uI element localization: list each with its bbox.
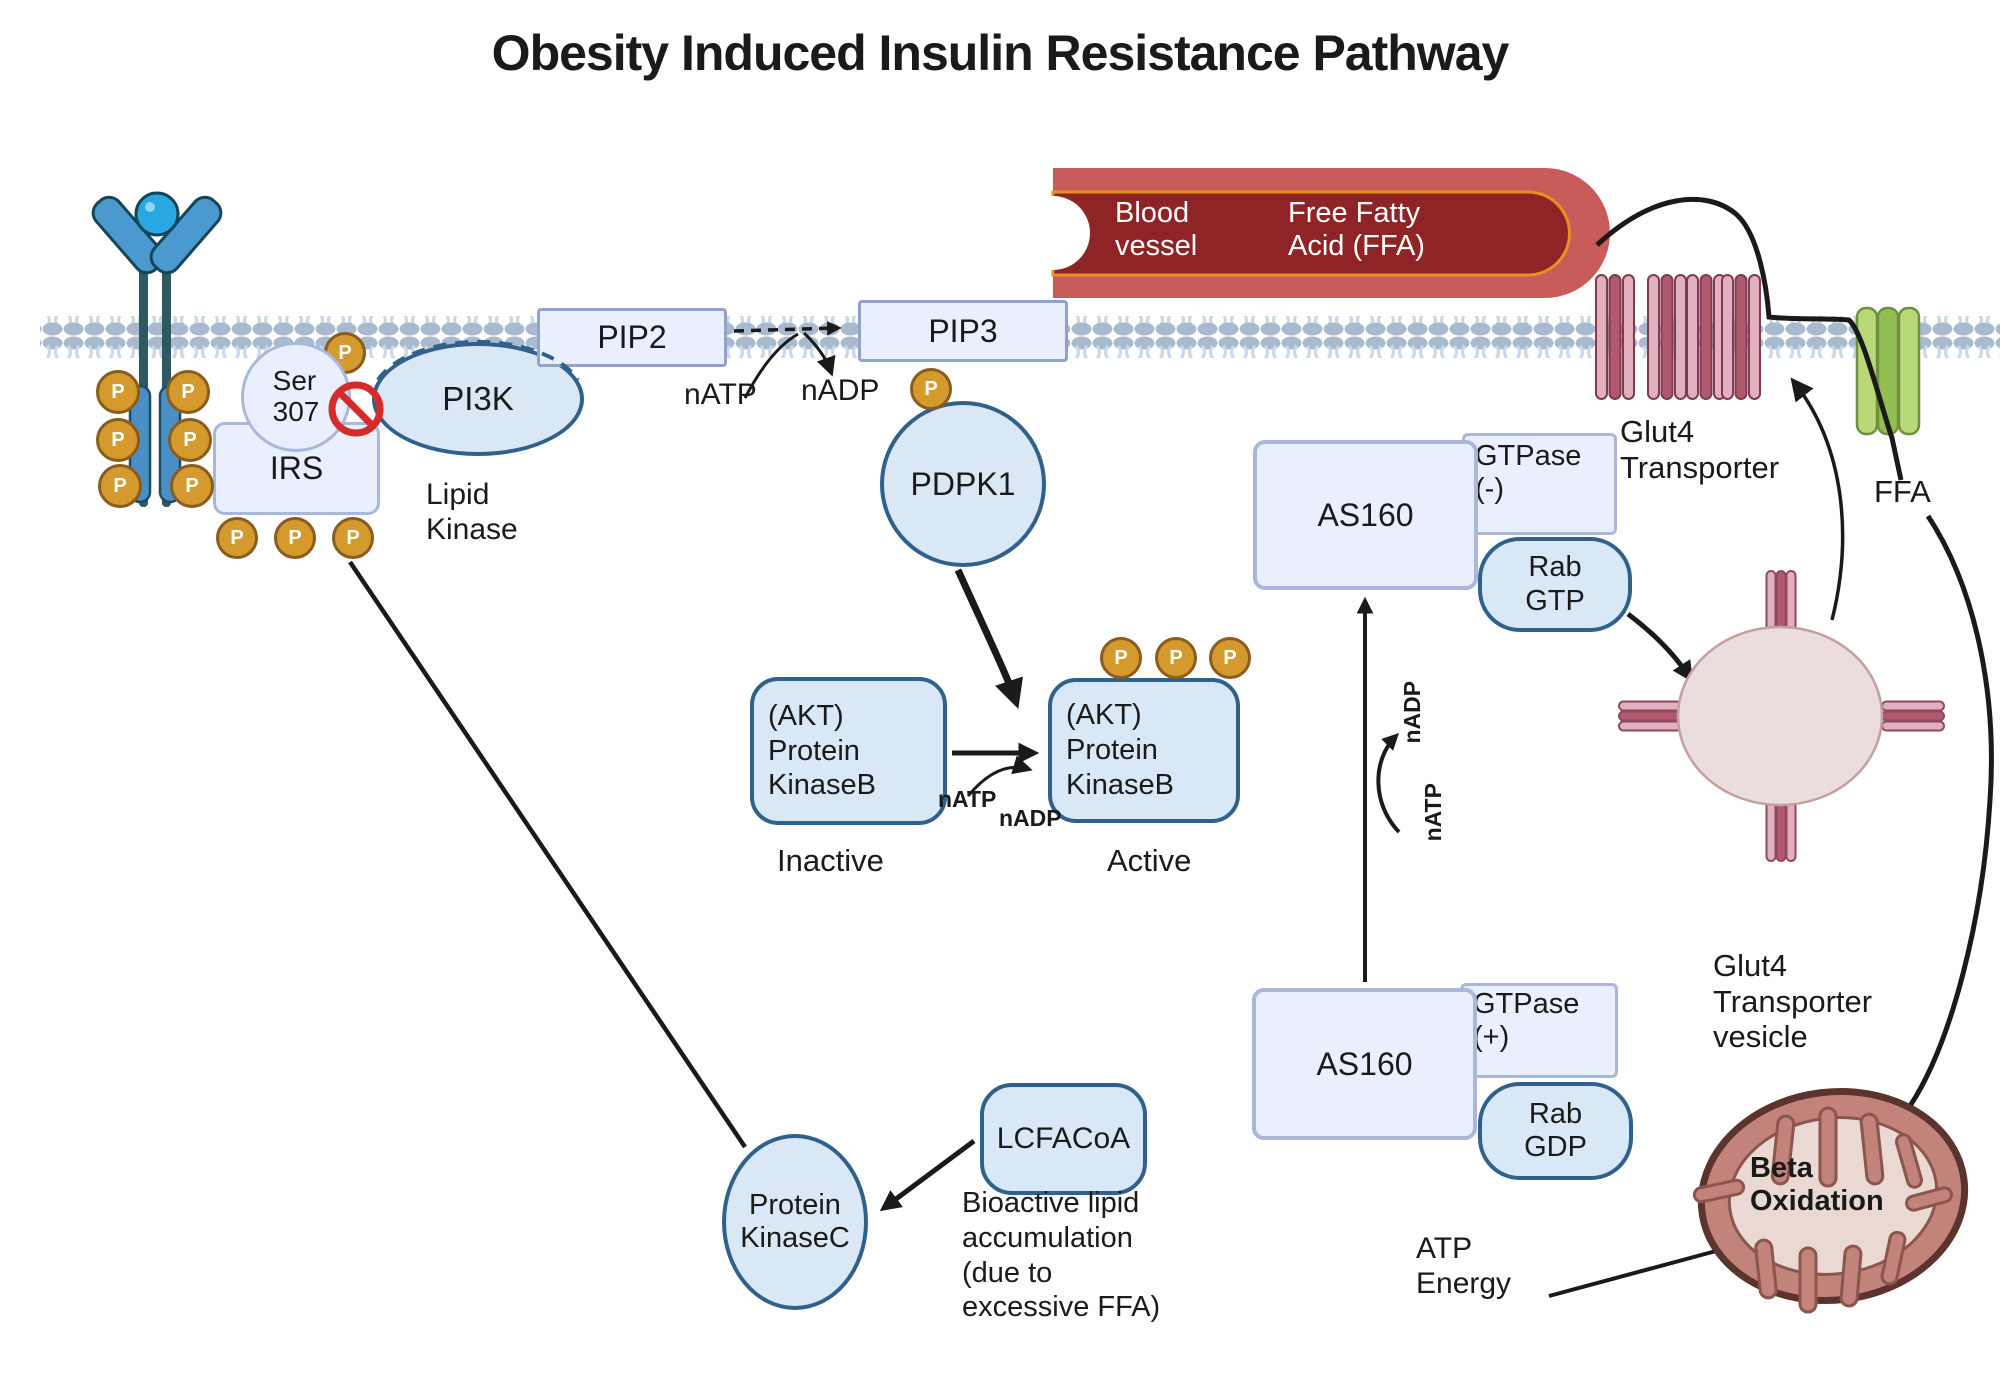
active-label: Active bbox=[1107, 843, 1192, 878]
beta-oxidation-label: Beta Oxidation bbox=[1750, 1152, 1884, 1218]
rab-gdp-node: Rab GDP bbox=[1478, 1082, 1633, 1180]
rab-gtp-label: Rab GTP bbox=[1525, 551, 1585, 617]
phosphate-icon: P bbox=[1100, 637, 1142, 679]
glut4-vesicle-label: Glut4 Transporter vesicle bbox=[1713, 948, 1873, 1055]
phosphate-icon: P bbox=[1209, 637, 1251, 679]
lcfacoa-label: LCFACoA bbox=[996, 1121, 1131, 1155]
pip3-label: PIP3 bbox=[928, 312, 998, 349]
akt-nadp-label: nADP bbox=[999, 805, 1062, 831]
natp-label: nATP bbox=[684, 378, 757, 411]
akt-natp-label: nATP bbox=[938, 786, 997, 812]
page-title: Obesity Induced Insulin Resistance Pathw… bbox=[491, 25, 1510, 81]
inactive-label: Inactive bbox=[777, 843, 884, 878]
phosphate-icon: P bbox=[274, 517, 316, 559]
akt-inactive-label: (AKT) Protein KinaseB bbox=[768, 699, 877, 802]
pdpk1-node: PDPK1 bbox=[880, 401, 1046, 567]
gtpase-positive-node: GTPase (+) bbox=[1460, 983, 1618, 1078]
ffa-to-mitochondria-path bbox=[1907, 514, 1994, 1108]
as160-upper-node: AS160 bbox=[1253, 440, 1478, 590]
phosphate-icon: P bbox=[910, 368, 952, 410]
phosphate-icon: P bbox=[96, 370, 140, 414]
rab-gdp-label: Rab GDP bbox=[1524, 1097, 1587, 1163]
ser307-label: Ser 307 bbox=[272, 365, 320, 427]
as160-lower-node: AS160 bbox=[1252, 988, 1477, 1140]
ffa-label: FFA bbox=[1874, 474, 1931, 509]
phosphate-icon: P bbox=[96, 418, 140, 462]
rabgtp-to-vesicle-arrow bbox=[1626, 612, 1693, 683]
phosphate-icon: P bbox=[216, 517, 258, 559]
free-fatty-acid-label: Free Fatty Acid (FFA) bbox=[1288, 197, 1425, 263]
vesicle-to-membrane-arrow bbox=[1790, 377, 1845, 621]
blood-vessel bbox=[1016, 168, 1610, 298]
phosphate-icon: P bbox=[170, 464, 214, 508]
atp-energy-label: ATP Energy bbox=[1416, 1232, 1512, 1300]
bioactive-lipid-label: Bioactive lipid accumulation (due to exc… bbox=[962, 1187, 1161, 1324]
gtpase-positive-label: GTPase (+) bbox=[1473, 988, 1580, 1054]
akt-inactive-node: (AKT) Protein KinaseB bbox=[750, 677, 947, 825]
pdpk1-label: PDPK1 bbox=[910, 465, 1016, 502]
nadp-label: nADP bbox=[801, 374, 880, 407]
protein-kinase-c-node: Protein KinaseC bbox=[722, 1134, 868, 1310]
phosphate-icon: P bbox=[98, 464, 142, 508]
phosphate-icon: P bbox=[1155, 637, 1197, 679]
pdpk1-to-akt-arrow bbox=[954, 568, 1023, 709]
as160-lower-label: AS160 bbox=[1316, 1045, 1413, 1082]
atp-energy-line bbox=[1548, 1249, 1717, 1298]
gtpase-negative-label: GTPase (-) bbox=[1475, 440, 1582, 506]
phosphate-icon: P bbox=[166, 370, 210, 414]
glut4-transporter-label: Glut4 Transporter bbox=[1620, 414, 1780, 485]
glut4-membrane-transporter bbox=[1595, 274, 1761, 400]
lipid-kinase-label: Lipid Kinase bbox=[426, 478, 518, 546]
irs-label: IRS bbox=[269, 450, 324, 487]
akt-active-label: (AKT) Protein KinaseB bbox=[1066, 699, 1175, 801]
akt-natp-curve bbox=[966, 755, 1033, 797]
nadp-curve bbox=[802, 331, 836, 377]
phosphate-icon: P bbox=[168, 418, 212, 462]
insulin-ligand-icon bbox=[134, 191, 180, 237]
ffa-entry-path bbox=[1595, 196, 1904, 481]
ser307-node: Ser 307 bbox=[241, 342, 351, 452]
lcfacoa-to-kinasec-arrow bbox=[879, 1138, 976, 1212]
pip2-node: PIP2 bbox=[537, 308, 727, 367]
pip2-label: PIP2 bbox=[597, 319, 667, 356]
glut4-vesicle bbox=[1618, 570, 1945, 862]
blood-vessel-label: Blood vessel bbox=[1115, 197, 1198, 263]
pip3-node: PIP3 bbox=[858, 300, 1068, 362]
kinasec-to-irs-line bbox=[348, 560, 747, 1149]
as160-upper-label: AS160 bbox=[1317, 496, 1414, 533]
protein-kinase-c-label: Protein KinaseC bbox=[740, 1188, 850, 1254]
natp-curve bbox=[743, 332, 799, 399]
mitochondria bbox=[1692, 1088, 1969, 1314]
as160-natp-curve bbox=[1376, 733, 1401, 834]
akt-active-node: (AKT) Protein KinaseB bbox=[1048, 678, 1240, 823]
phosphate-icon: P bbox=[332, 517, 374, 559]
pi3k-label: PI3K bbox=[442, 380, 514, 418]
rab-gtp-node: Rab GTP bbox=[1478, 537, 1632, 632]
gtpase-negative-node: GTPase (-) bbox=[1462, 433, 1617, 535]
as160-natp-label: nATP bbox=[1419, 783, 1446, 842]
ffa-channel bbox=[1855, 306, 1921, 436]
as160-nadp-label: nADP bbox=[1398, 680, 1425, 744]
pip2-to-pip3-arrow bbox=[733, 320, 842, 336]
lcfacoa-node: LCFACoA bbox=[980, 1083, 1147, 1195]
